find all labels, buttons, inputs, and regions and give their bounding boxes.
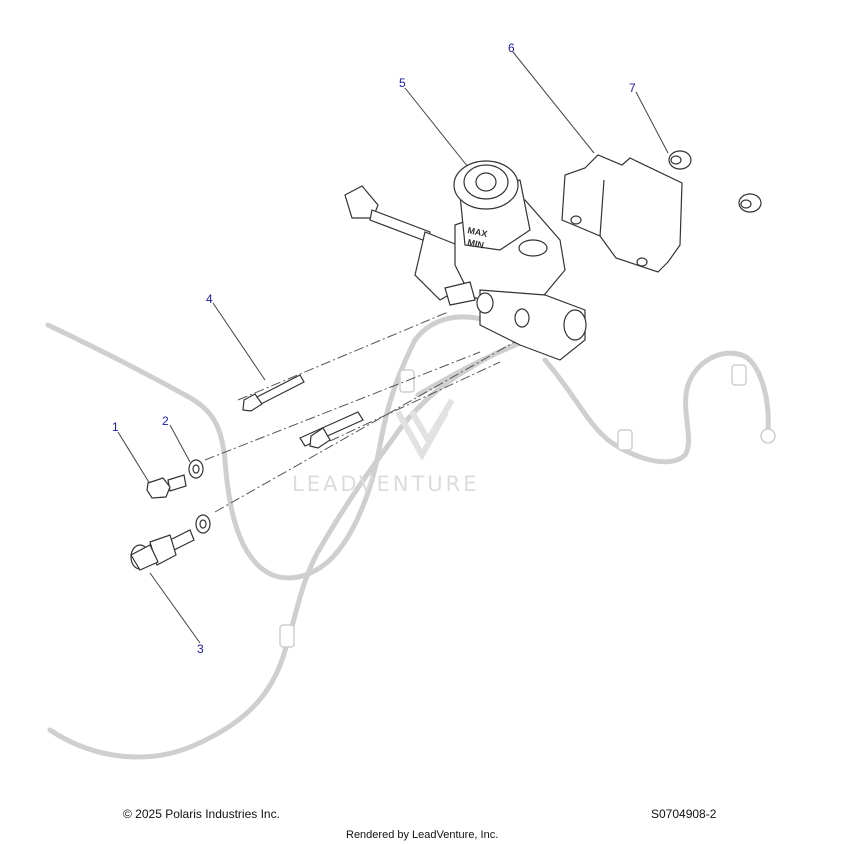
rendered-by-text: Rendered by LeadVenture, Inc. (346, 829, 499, 841)
bolt-4 (242, 374, 364, 449)
leadventure-logo-icon (395, 398, 455, 462)
callout-5: 5 (399, 76, 406, 90)
switch-3 (130, 529, 195, 571)
callout-7: 7 (629, 81, 636, 95)
alignment-lines (204, 311, 519, 513)
callout-2: 2 (162, 414, 169, 428)
master-cylinder (344, 160, 587, 361)
callout-1: 1 (112, 420, 119, 434)
heat-shield-6 (561, 154, 683, 273)
leader-lines (117, 51, 669, 644)
copyright-text: © 2025 Polaris Industries Inc. (123, 807, 280, 821)
reservoir-max-mark: MAX (467, 225, 489, 239)
grommets-7 (668, 150, 762, 213)
washers-2 (188, 459, 211, 534)
brake-line-fittings (279, 364, 776, 648)
part-code: S0704908-2 (651, 807, 717, 821)
watermark-text: LEADVENTURE (292, 472, 480, 496)
banjo-bolt-1 (146, 474, 187, 499)
callout-3: 3 (197, 642, 204, 656)
callout-4: 4 (206, 292, 213, 306)
callout-6: 6 (508, 41, 515, 55)
brake-lines (45, 314, 771, 760)
reservoir-min-mark: MIN (467, 237, 485, 250)
